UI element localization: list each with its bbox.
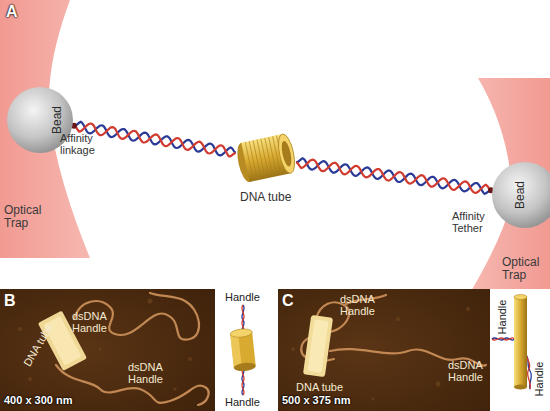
trap-label: Optical Trap	[4, 204, 56, 230]
illustration-part	[291, 347, 295, 351]
illustration-part	[230, 332, 255, 368]
illustration-part	[269, 137, 277, 176]
annotation: Affinity linkage	[60, 132, 115, 156]
illustration-part	[28, 377, 32, 381]
illustration-part	[230, 328, 256, 372]
handle-label: Handle	[225, 291, 260, 303]
handle-label: Handle	[533, 362, 545, 397]
dna-tube: DNA tube	[236, 130, 296, 208]
illustration-part	[253, 140, 261, 179]
handle-label: Handle	[496, 300, 508, 335]
illustration-part	[173, 387, 177, 391]
illustration-part	[230, 333, 242, 368]
illustration-part	[18, 299, 192, 391]
tube-label: DNA tube	[296, 381, 343, 393]
illustration-part	[492, 338, 514, 340]
illustration-part	[396, 317, 400, 321]
bead-circle	[492, 162, 550, 228]
dna-tube-cylinder	[236, 130, 296, 190]
panel-letter: A	[6, 3, 18, 21]
illustration-part	[303, 315, 333, 377]
illustration-part	[276, 133, 296, 175]
scale-label: 400 x 300 nm	[4, 394, 73, 406]
illustration-part	[0, 289, 215, 411]
illustration-part	[242, 367, 244, 395]
illustration-part	[242, 367, 244, 395]
inset-box: HandleHandle	[490, 289, 550, 411]
afm-panel: HandleHandleCdsDNA HandleDNA tubedsDNA H…	[278, 289, 550, 411]
illustration-part	[230, 328, 253, 338]
illustration-part	[303, 315, 333, 377]
illustration-part	[514, 385, 527, 390]
illustration-part	[249, 141, 257, 180]
illustration-part	[18, 327, 22, 331]
handle-label: Handle	[225, 396, 260, 408]
handle-label: dsDNA Handle	[128, 361, 168, 385]
trap-cone	[0, 0, 90, 258]
illustration-part	[372, 398, 375, 401]
illustration-part	[436, 382, 441, 387]
illustration-part	[236, 133, 296, 184]
dna-strand	[74, 124, 236, 157]
illustration-part	[245, 142, 253, 181]
dna-strand	[296, 158, 490, 194]
handle-label: dsDNA Handle	[72, 310, 112, 334]
illustration-part	[280, 140, 293, 167]
bead-label: Bead	[51, 106, 64, 134]
illustration-part	[278, 289, 490, 411]
handle-label: dsDNA Handle	[340, 293, 380, 317]
illustration-part	[257, 139, 265, 178]
illustration-part	[188, 357, 192, 361]
illustration-part	[265, 138, 273, 177]
illustration-part	[261, 139, 269, 178]
panel-letter: C	[282, 292, 294, 310]
illustration-part	[291, 307, 470, 401]
illustration-part	[307, 319, 328, 372]
dna-strand	[74, 122, 236, 156]
panel-letter: B	[4, 292, 16, 310]
dna-helix	[71, 122, 236, 157]
inset-box: HandleHandle	[215, 289, 272, 411]
bead: Bead	[491, 161, 550, 229]
handle-label: dsDNA Handle	[448, 359, 488, 383]
dna-strand	[296, 160, 490, 193]
illustration-part	[514, 295, 527, 300]
dna-helix	[296, 158, 494, 194]
illustration-part	[99, 348, 102, 351]
inset-schematic	[215, 289, 272, 411]
annotation: Affinity Tether	[452, 210, 497, 234]
afm-panel: HandleHandleBdsDNA HandleDNA tubedsDNA H…	[0, 289, 272, 411]
illustration-part	[233, 362, 256, 372]
illustration-part	[148, 299, 153, 304]
tube-label: DNA tube	[240, 191, 291, 204]
illustration-part	[514, 297, 527, 387]
illustration-part	[466, 307, 470, 311]
scale-label: 500 x 375 nm	[282, 394, 351, 406]
bead-label: Bead	[514, 181, 527, 209]
trap-label: Optical Trap	[502, 256, 550, 282]
illustration-part	[492, 338, 514, 340]
